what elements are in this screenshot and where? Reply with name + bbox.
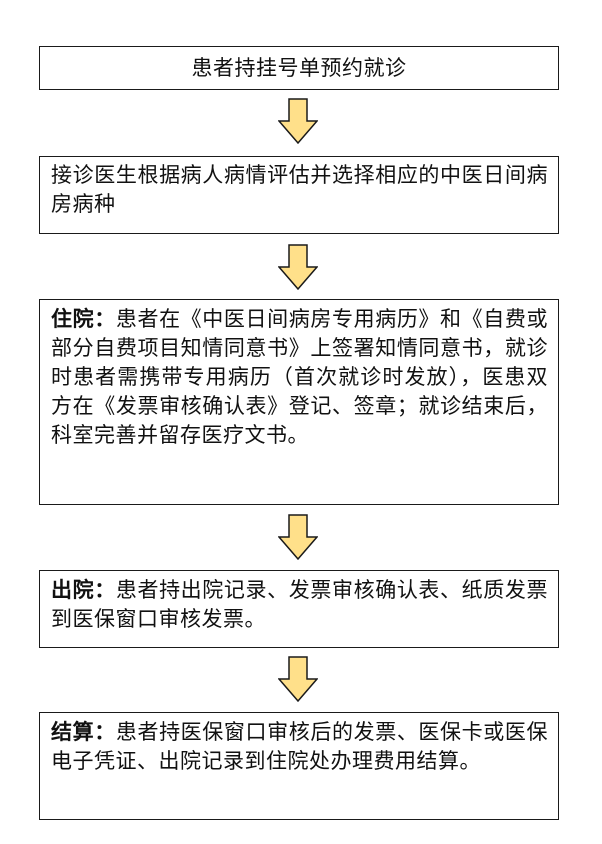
step-text: 患者在《中医日间病房专用病历》和《自费或部分自费项目知情同意书》上签署知情同意书… bbox=[51, 307, 549, 447]
down-arrow-icon bbox=[278, 656, 318, 702]
step-box-admission: 住院：患者在《中医日间病房专用病历》和《自费或部分自费项目知情同意书》上签署知情… bbox=[39, 299, 559, 505]
step-text: 接诊医生根据病人病情评估并选择相应的中医日间病房病种 bbox=[51, 163, 548, 216]
step-box-settlement: 结算：患者持医保窗口审核后的发票、医保卡或医保电子凭证、出院记录到住院处办理费用… bbox=[39, 712, 559, 820]
step-heading: 结算： bbox=[51, 719, 116, 744]
down-arrow-icon bbox=[278, 244, 318, 290]
down-arrow-icon bbox=[278, 98, 318, 144]
step-box-discharge: 出院：患者持出院记录、发票审核确认表、纸质发票到医保窗口审核发票。 bbox=[39, 570, 559, 648]
step-text: 患者持出院记录、发票审核确认表、纸质发票到医保窗口审核发票。 bbox=[51, 578, 549, 631]
step-box-assessment: 接诊医生根据病人病情评估并选择相应的中医日间病房病种 bbox=[39, 156, 559, 234]
step-text: 患者持挂号单预约就诊 bbox=[191, 56, 407, 80]
step-text: 患者持医保窗口审核后的发票、医保卡或医保电子凭证、出院记录到住院处办理费用结算。 bbox=[51, 720, 549, 773]
step-heading: 出院： bbox=[51, 577, 116, 602]
down-arrow-icon bbox=[278, 514, 318, 560]
step-box-register: 患者持挂号单预约就诊 bbox=[39, 46, 559, 90]
step-heading: 住院： bbox=[51, 306, 116, 331]
